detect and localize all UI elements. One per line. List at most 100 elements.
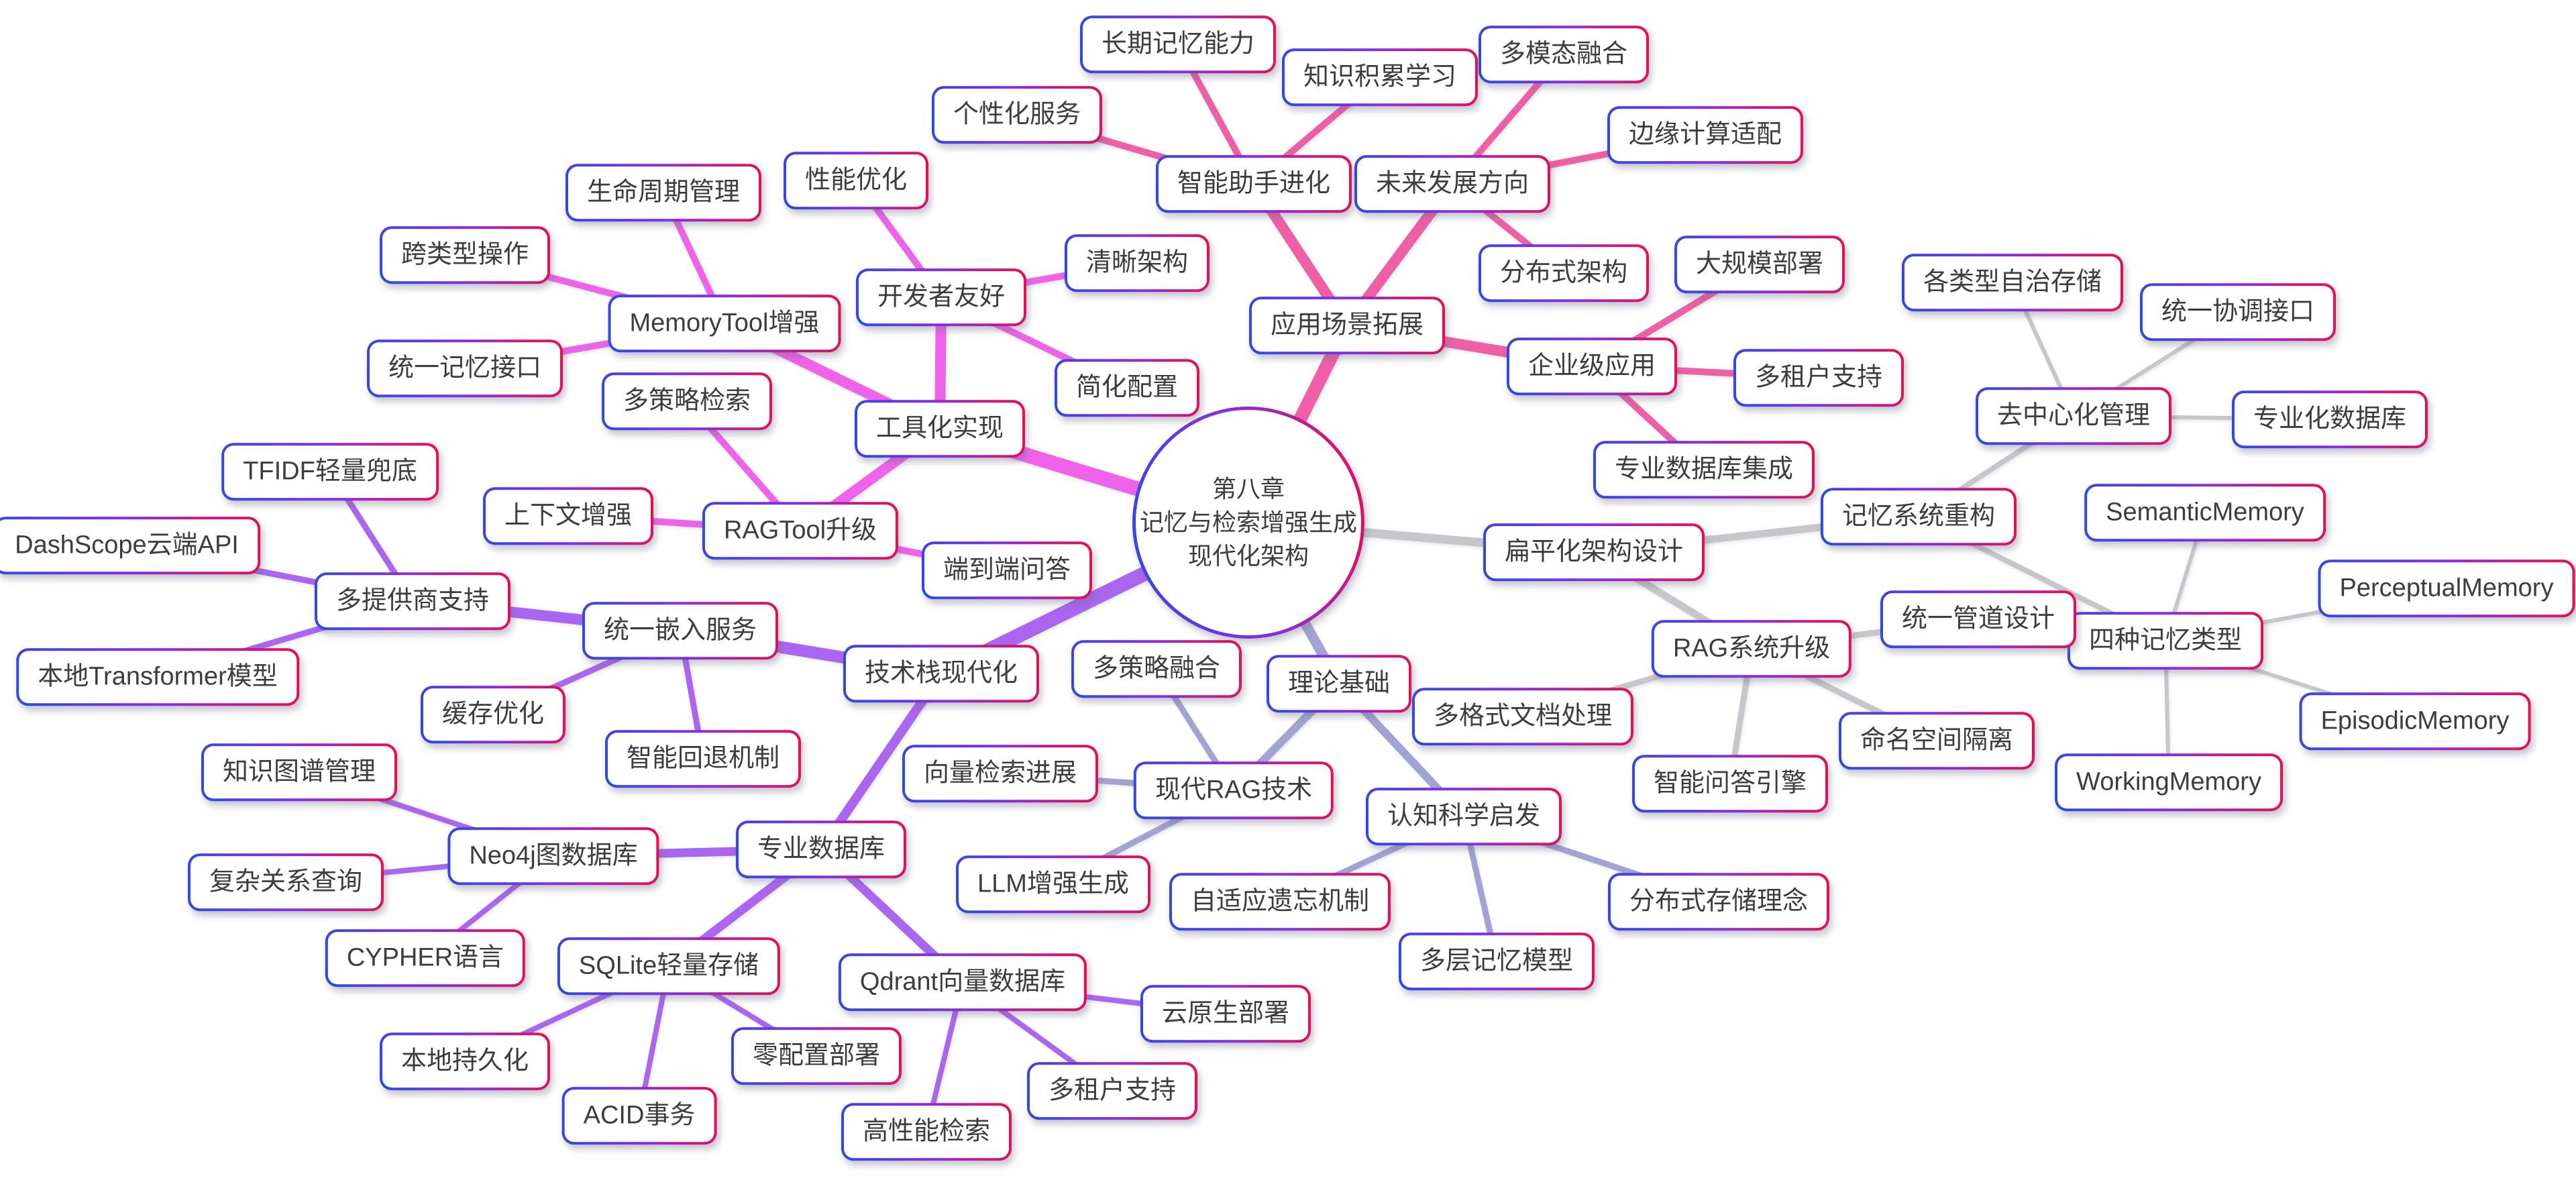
- node-dashscope[interactable]: DashScope云端API: [0, 517, 260, 574]
- node-memorytool[interactable]: MemoryTool增强: [608, 294, 841, 352]
- node-complex-query[interactable]: 复杂关系查询: [187, 853, 384, 911]
- node-dev-friendly[interactable]: 开发者友好: [855, 268, 1027, 326]
- node-label: PerceptualMemory: [2320, 562, 2573, 614]
- node-perf-opt[interactable]: 性能优化: [783, 152, 929, 209]
- node-theory[interactable]: 理论基础: [1266, 655, 1412, 712]
- node-clear-arch[interactable]: 清晰架构: [1064, 234, 1210, 292]
- node-label: 现代RAG技术: [1136, 764, 1332, 816]
- node-semantic-memory[interactable]: SemanticMemory: [2084, 484, 2326, 541]
- node-pro-db-integration[interactable]: 专业数据库集成: [1593, 441, 1815, 498]
- node-context-enhance[interactable]: 上下文增强: [482, 487, 654, 545]
- center-line-2: 记忆与检索增强生成: [1139, 508, 1357, 537]
- node-episodic-memory[interactable]: EpisodicMemory: [2299, 692, 2531, 750]
- node-sqlite[interactable]: SQLite轻量存储: [557, 937, 781, 995]
- node-edge-computing[interactable]: 边缘计算适配: [1607, 106, 1804, 164]
- node-simple-config[interactable]: 简化配置: [1054, 359, 1200, 417]
- node-decentralized[interactable]: 去中心化管理: [1975, 387, 2172, 445]
- node-label: 扁平化架构设计: [1485, 526, 1703, 578]
- node-multi-provider[interactable]: 多提供商支持: [314, 572, 511, 630]
- node-label: 清晰架构: [1067, 237, 1208, 289]
- node-unified-pipeline[interactable]: 统一管道设计: [1880, 590, 2077, 648]
- node-cross-type[interactable]: 跨类型操作: [379, 226, 551, 284]
- node-unified-embedding[interactable]: 统一嵌入服务: [582, 602, 779, 659]
- node-long-term-memory[interactable]: 长期记忆能力: [1079, 15, 1277, 73]
- node-qa-engine[interactable]: 智能问答引擎: [1631, 755, 1829, 812]
- node-label: ACID事务: [564, 1089, 714, 1142]
- node-e2e-qa[interactable]: 端到端问答: [921, 541, 1093, 599]
- node-distributed-storage[interactable]: 分布式存储理念: [1607, 873, 1830, 930]
- node-lifecycle[interactable]: 生命周期管理: [565, 164, 762, 221]
- node-label: 专业化数据库: [2234, 393, 2426, 445]
- node-app-expansion[interactable]: 应用场景拓展: [1248, 297, 1446, 354]
- node-enterprise-app[interactable]: 企业级应用: [1506, 337, 1678, 395]
- node-label: SemanticMemory: [2087, 486, 2323, 539]
- node-label: 企业级应用: [1509, 340, 1675, 392]
- node-cognitive[interactable]: 认知科学启发: [1365, 788, 1562, 845]
- node-multi-tenant-enterprise[interactable]: 多租户支持: [1733, 349, 1904, 407]
- node-unified-memory-interface[interactable]: 统一记忆接口: [366, 339, 564, 397]
- node-adaptive-forget[interactable]: 自适应遗忘机制: [1169, 873, 1391, 930]
- node-label: 去中心化管理: [1978, 390, 2169, 442]
- node-label: 多层记忆模型: [1401, 935, 1593, 987]
- node-local-transformer[interactable]: 本地Transformer模型: [16, 648, 299, 706]
- node-fallback[interactable]: 智能回退机制: [604, 730, 802, 788]
- node-pro-db[interactable]: 专业数据库: [735, 820, 907, 878]
- node-label: 应用场景拓展: [1251, 299, 1443, 352]
- node-label: 端到端问答: [924, 544, 1090, 596]
- node-rag-upgrade[interactable]: RAG系统升级: [1651, 620, 1852, 678]
- node-multimodal-fusion[interactable]: 多模态融合: [1478, 25, 1650, 83]
- node-flat-arch[interactable]: 扁平化架构设计: [1483, 523, 1705, 581]
- node-multi-strategy-retrieval[interactable]: 多策略检索: [601, 372, 773, 430]
- node-modern-rag[interactable]: 现代RAG技术: [1133, 761, 1334, 819]
- node-assistant-evolution[interactable]: 智能助手进化: [1155, 155, 1352, 213]
- node-memory-refactor[interactable]: 记忆系统重构: [1820, 488, 2017, 545]
- node-cypher[interactable]: CYPHER语言: [325, 929, 526, 987]
- node-cache-opt[interactable]: 缓存优化: [420, 686, 566, 743]
- node-label: 多策略融合: [1073, 643, 1240, 695]
- node-perceptual-memory[interactable]: PerceptualMemory: [2318, 559, 2575, 617]
- node-label: 理论基础: [1269, 657, 1409, 710]
- node-qdrant[interactable]: Qdrant向量数据库: [838, 953, 1087, 1011]
- node-label: 技术栈现代化: [845, 647, 1037, 700]
- node-vector-retrieval[interactable]: 向量检索进展: [902, 745, 1099, 802]
- node-coordination-interface[interactable]: 统一协调接口: [2139, 283, 2337, 341]
- node-high-perf[interactable]: 高性能检索: [841, 1103, 1012, 1161]
- node-tfidf[interactable]: TFIDF轻量兜底: [221, 443, 439, 500]
- node-tech-stack[interactable]: 技术栈现代化: [843, 645, 1040, 702]
- node-label: 大规模部署: [1676, 238, 1843, 290]
- node-center-chapter[interactable]: 第八章 记忆与检索增强生成 现代化架构: [1132, 407, 1364, 639]
- node-four-memory-types[interactable]: 四种记忆类型: [2067, 612, 2264, 670]
- node-label: 统一嵌入服务: [584, 604, 776, 657]
- node-kg-mgmt[interactable]: 知识图谱管理: [201, 743, 398, 801]
- node-tooling[interactable]: 工具化实现: [854, 400, 1026, 458]
- node-label: 开发者友好: [858, 271, 1024, 323]
- node-neo4j[interactable]: Neo4j图数据库: [447, 827, 659, 885]
- node-label: 工具化实现: [857, 403, 1023, 455]
- node-multi-format-doc[interactable]: 多格式文档处理: [1411, 688, 1634, 745]
- node-strategy-fusion[interactable]: 多策略融合: [1071, 640, 1242, 698]
- node-large-scale-deploy[interactable]: 大规模部署: [1674, 235, 1845, 293]
- node-multi-layer-memory[interactable]: 多层记忆模型: [1398, 932, 1595, 990]
- node-namespace-isolation[interactable]: 命名空间隔离: [1838, 712, 2035, 769]
- node-label: 命名空间隔离: [1841, 714, 2033, 767]
- node-multi-tenant-qdrant[interactable]: 多租户支持: [1026, 1062, 1198, 1120]
- node-local-persist[interactable]: 本地持久化: [379, 1032, 551, 1090]
- node-autonomous-storage[interactable]: 各类型自治存储: [1901, 254, 2124, 311]
- node-future-direction[interactable]: 未来发展方向: [1354, 155, 1551, 213]
- node-label: 统一记忆接口: [369, 342, 561, 394]
- node-label: 本地Transformer模型: [19, 651, 297, 703]
- node-cloud-native[interactable]: 云原生部署: [1140, 985, 1311, 1042]
- node-personalization[interactable]: 个性化服务: [931, 86, 1103, 144]
- node-label: 零配置部署: [733, 1030, 900, 1082]
- node-llm-gen[interactable]: LLM增强生成: [956, 855, 1150, 913]
- node-working-memory[interactable]: WorkingMemory: [2055, 753, 2283, 811]
- node-zero-config[interactable]: 零配置部署: [731, 1027, 902, 1085]
- node-knowledge-learning[interactable]: 知识积累学习: [1281, 48, 1479, 106]
- node-label: 认知科学启发: [1368, 790, 1560, 843]
- node-label: 专业数据库: [738, 823, 904, 875]
- node-specialized-db[interactable]: 专业化数据库: [2231, 390, 2428, 448]
- node-ragtool[interactable]: RAGTool升级: [702, 502, 899, 559]
- node-distributed-arch[interactable]: 分布式架构: [1478, 244, 1650, 302]
- node-acid[interactable]: ACID事务: [561, 1087, 717, 1144]
